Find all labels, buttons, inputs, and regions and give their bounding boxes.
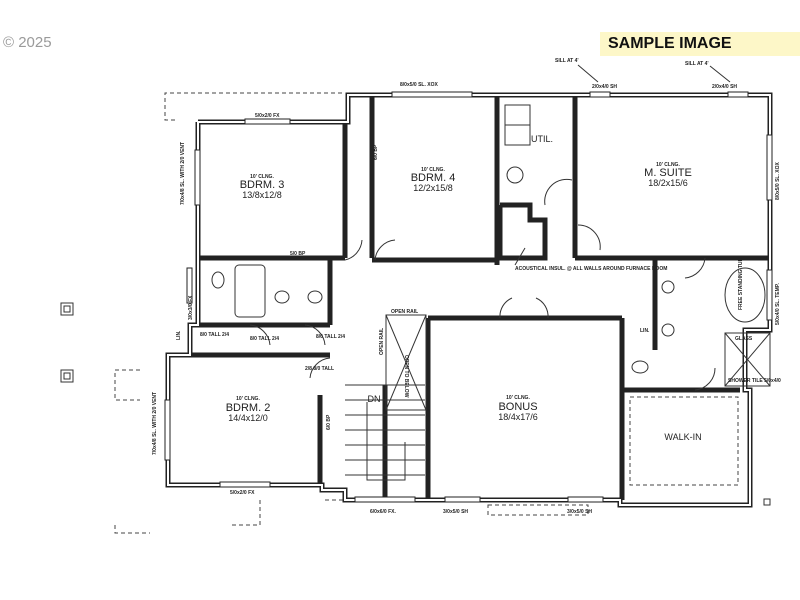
washer — [504, 104, 531, 126]
sink — [661, 280, 675, 294]
room-size: 18/4x17/6 — [498, 412, 538, 422]
window-label: 2/0x4/0 SH — [592, 84, 617, 90]
room-size: 14/4x12/0 — [228, 413, 268, 423]
shower-label: SHOWER TILE 5/0x4/0 — [728, 378, 781, 384]
window-label: 7/0x4/8 SL. WITH 2/0 VENT — [180, 142, 186, 205]
window-label: 8/0x5/0 SL. XOX — [400, 82, 438, 88]
room-bdrm2: 10' CLNG. BDRM. 2 14/4x12/0 — [226, 396, 271, 423]
window-label: 5/0x2/0 FX — [230, 490, 255, 496]
room-bdrm3: 10' CLNG. BDRM. 3 13/8x12/8 — [240, 174, 285, 200]
room-size: 12/2x15/8 — [413, 183, 453, 193]
fixtures — [211, 104, 771, 486]
room-name: BDRM. 4 — [411, 172, 456, 184]
door-label: 2/8 8/0 TALL — [305, 366, 334, 372]
freestanding-tub — [724, 267, 766, 323]
walkin-label: WALK-IN — [664, 432, 701, 442]
window-label: 7/0x4/8 SL. WITH 2/0 VENT — [152, 392, 158, 455]
walls — [165, 92, 773, 508]
room-name: BDRM. 3 — [240, 179, 285, 191]
stair-down-label: DN — [368, 394, 381, 404]
windows — [164, 91, 773, 503]
staircase — [345, 314, 427, 481]
linen-label: LIN. — [176, 330, 182, 340]
rail-label: OPEN RAIL — [379, 328, 385, 355]
room-name: BONUS — [498, 401, 537, 413]
sill-note: SILL AT 4' — [555, 58, 579, 64]
closet-label: 5/0 BP — [290, 251, 306, 257]
room-size: 18/2x15/6 — [648, 178, 688, 188]
door-label: 8/0 TALL 2/4 — [316, 334, 345, 340]
window-label: 3/0x5/0 SH — [567, 509, 592, 515]
window-label: 3/0x5/0 SH — [443, 509, 468, 515]
lower-level-outline — [60, 92, 771, 534]
ceiling-label: 10' CLNG. — [421, 167, 445, 173]
room-bdrm4: 10' CLNG. BDRM. 4 12/2x15/8 — [411, 167, 456, 193]
ceiling-label: 10' CLNG. — [506, 395, 530, 401]
copyright-text: © 2025 — [3, 34, 52, 51]
util-label: UTIL. — [531, 134, 553, 144]
toilet — [631, 360, 649, 374]
ceiling-label: 10' CLNG. — [656, 162, 680, 168]
sink — [661, 323, 675, 337]
rail-label: OPEN RAIL — [391, 309, 418, 315]
bathtub — [234, 264, 266, 318]
window-label: 6/0x6/0 FX. — [370, 509, 396, 515]
sink — [307, 290, 323, 304]
ceiling-label: 10' CLNG. — [250, 174, 274, 180]
dryer — [504, 124, 531, 146]
annotations: 5/0x2/0 FX 8/0x5/0 SL. XOX SILL AT 4' SI… — [152, 58, 781, 515]
window-label: 8/0x5/0 SL. XOX — [775, 162, 781, 200]
window-label: 3/0x3/0 FX — [188, 295, 194, 320]
sink — [506, 166, 524, 184]
doors — [249, 178, 716, 391]
furnace-note: ACOUSTICAL INSUL. @ ALL WALLS AROUND FUR… — [515, 266, 667, 272]
toilet — [211, 271, 225, 289]
door-label: 8/0 TALL 2/4 — [200, 332, 229, 338]
window-label: 5/0x2/0 FX — [255, 113, 280, 119]
door-label: 8/0 TALL 2/4 — [250, 336, 279, 342]
sample-image-banner: SAMPLE IMAGE — [600, 32, 800, 56]
shower — [724, 332, 771, 387]
closet-label: 6/0 BP — [373, 144, 379, 160]
closet-label: 6/0 BP — [326, 414, 332, 430]
sink — [274, 290, 290, 304]
window-label: 5/0x4/0 SL. TEMP. — [775, 283, 781, 325]
glass-label: GLASS — [735, 336, 753, 342]
room-msuite: 10' CLNG. M. SUITE 18/2x15/6 — [644, 162, 692, 188]
room-size: 13/8x12/8 — [242, 190, 282, 200]
sill-note: SILL AT 4' — [685, 61, 709, 67]
tub-label: FREE STANDING TUB — [738, 257, 744, 310]
linen-label: LIN. — [640, 328, 650, 334]
window-label: 2/0x4/0 SH — [712, 84, 737, 90]
room-name: M. SUITE — [644, 167, 692, 179]
room-bonus: 10' CLNG. BONUS 18/4x17/6 — [498, 395, 538, 422]
ceiling-label: 10' CLNG. — [236, 396, 260, 402]
open-below-label: OPEN TO BELOW — [403, 355, 409, 398]
room-name: BDRM. 2 — [226, 402, 271, 414]
